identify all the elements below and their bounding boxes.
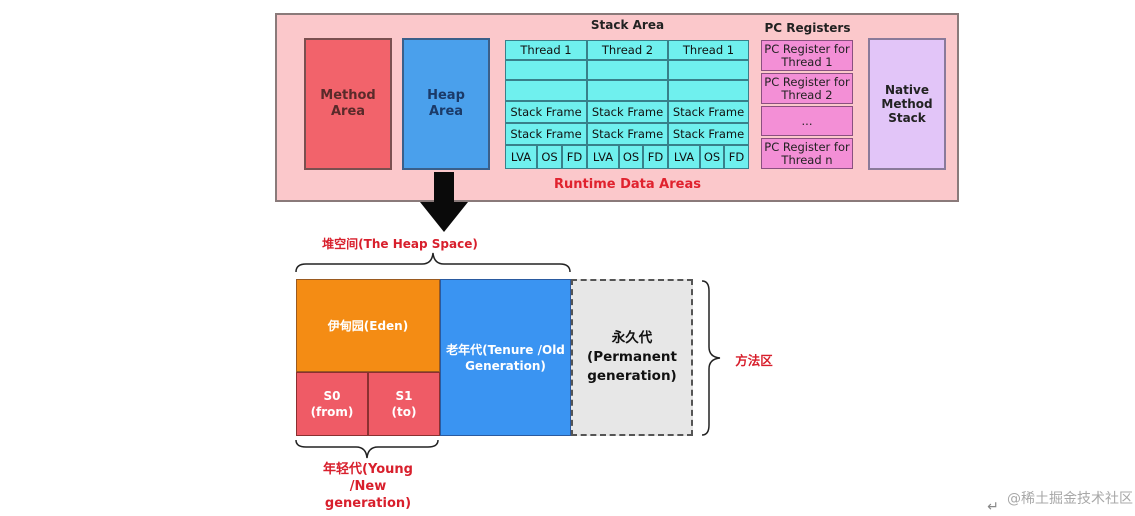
fd-cell: FD [643,145,668,169]
runtime-data-areas-label: Runtime Data Areas [554,176,701,192]
os-cell: OS [537,145,562,169]
young-generation-brace [295,439,439,459]
thread-header: Thread 2 [587,40,668,60]
survivor-s1: S1 (to) [368,372,440,436]
lva-cell: LVA [587,145,619,169]
pc-register-item: PC Register for Thread 2 [761,73,853,104]
pc-registers-title: PC Registers [764,21,851,35]
heap-space-label: 堆空间(The Heap Space) [322,236,478,251]
empty-stack-cell [668,60,749,80]
stack-frame: Stack Frame [668,101,749,123]
os-cell: OS [700,145,724,169]
stack-area-title: Stack Area [590,18,665,32]
lva-cell: LVA [505,145,537,169]
thread-header: Thread 1 [668,40,749,60]
watermark: @稀土掘金技术社区 [1007,491,1133,507]
down-arrow-icon [420,172,468,232]
fd-cell: FD [562,145,587,169]
stack-frame: Stack Frame [587,123,668,145]
empty-stack-cell [668,80,749,101]
empty-stack-cell [505,60,587,80]
method-area-zh-label: 方法区 [735,352,773,368]
tenure-old-generation: 老年代(Tenure /Old Generation) [440,279,571,436]
survivor-s0: S0 (from) [296,372,368,436]
heap-space-brace [295,252,571,273]
method-area: Method Area [304,38,392,170]
heap-area-label: Heap Area [427,88,465,119]
method-area-label: Method Area [320,88,376,119]
eden-space: 伊甸园(Eden) [296,279,440,372]
thread-header: Thread 1 [505,40,587,60]
empty-stack-cell [587,80,668,101]
stack-frame: Stack Frame [668,123,749,145]
pc-register-item: PC Register for Thread n [761,138,853,169]
pc-register-item: PC Register for Thread 1 [761,40,853,71]
method-area-brace [701,280,721,436]
stack-frame: Stack Frame [587,101,668,123]
permanent-generation: 永久代 (Permanent generation) [571,279,693,436]
stack-frame: Stack Frame [505,101,587,123]
empty-stack-cell [587,60,668,80]
young-generation-label: 年轻代(Young /New generation) [323,461,413,511]
native-method-stack: Native Method Stack [868,38,946,170]
os-cell: OS [619,145,643,169]
native-method-stack-label: Native Method Stack [881,83,933,125]
fd-cell: FD [724,145,749,169]
stack-frame: Stack Frame [505,123,587,145]
return-icon: ↵ [987,499,999,515]
lva-cell: LVA [668,145,700,169]
pc-register-item: ... [761,106,853,136]
heap-area: Heap Area [402,38,490,170]
empty-stack-cell [505,80,587,101]
